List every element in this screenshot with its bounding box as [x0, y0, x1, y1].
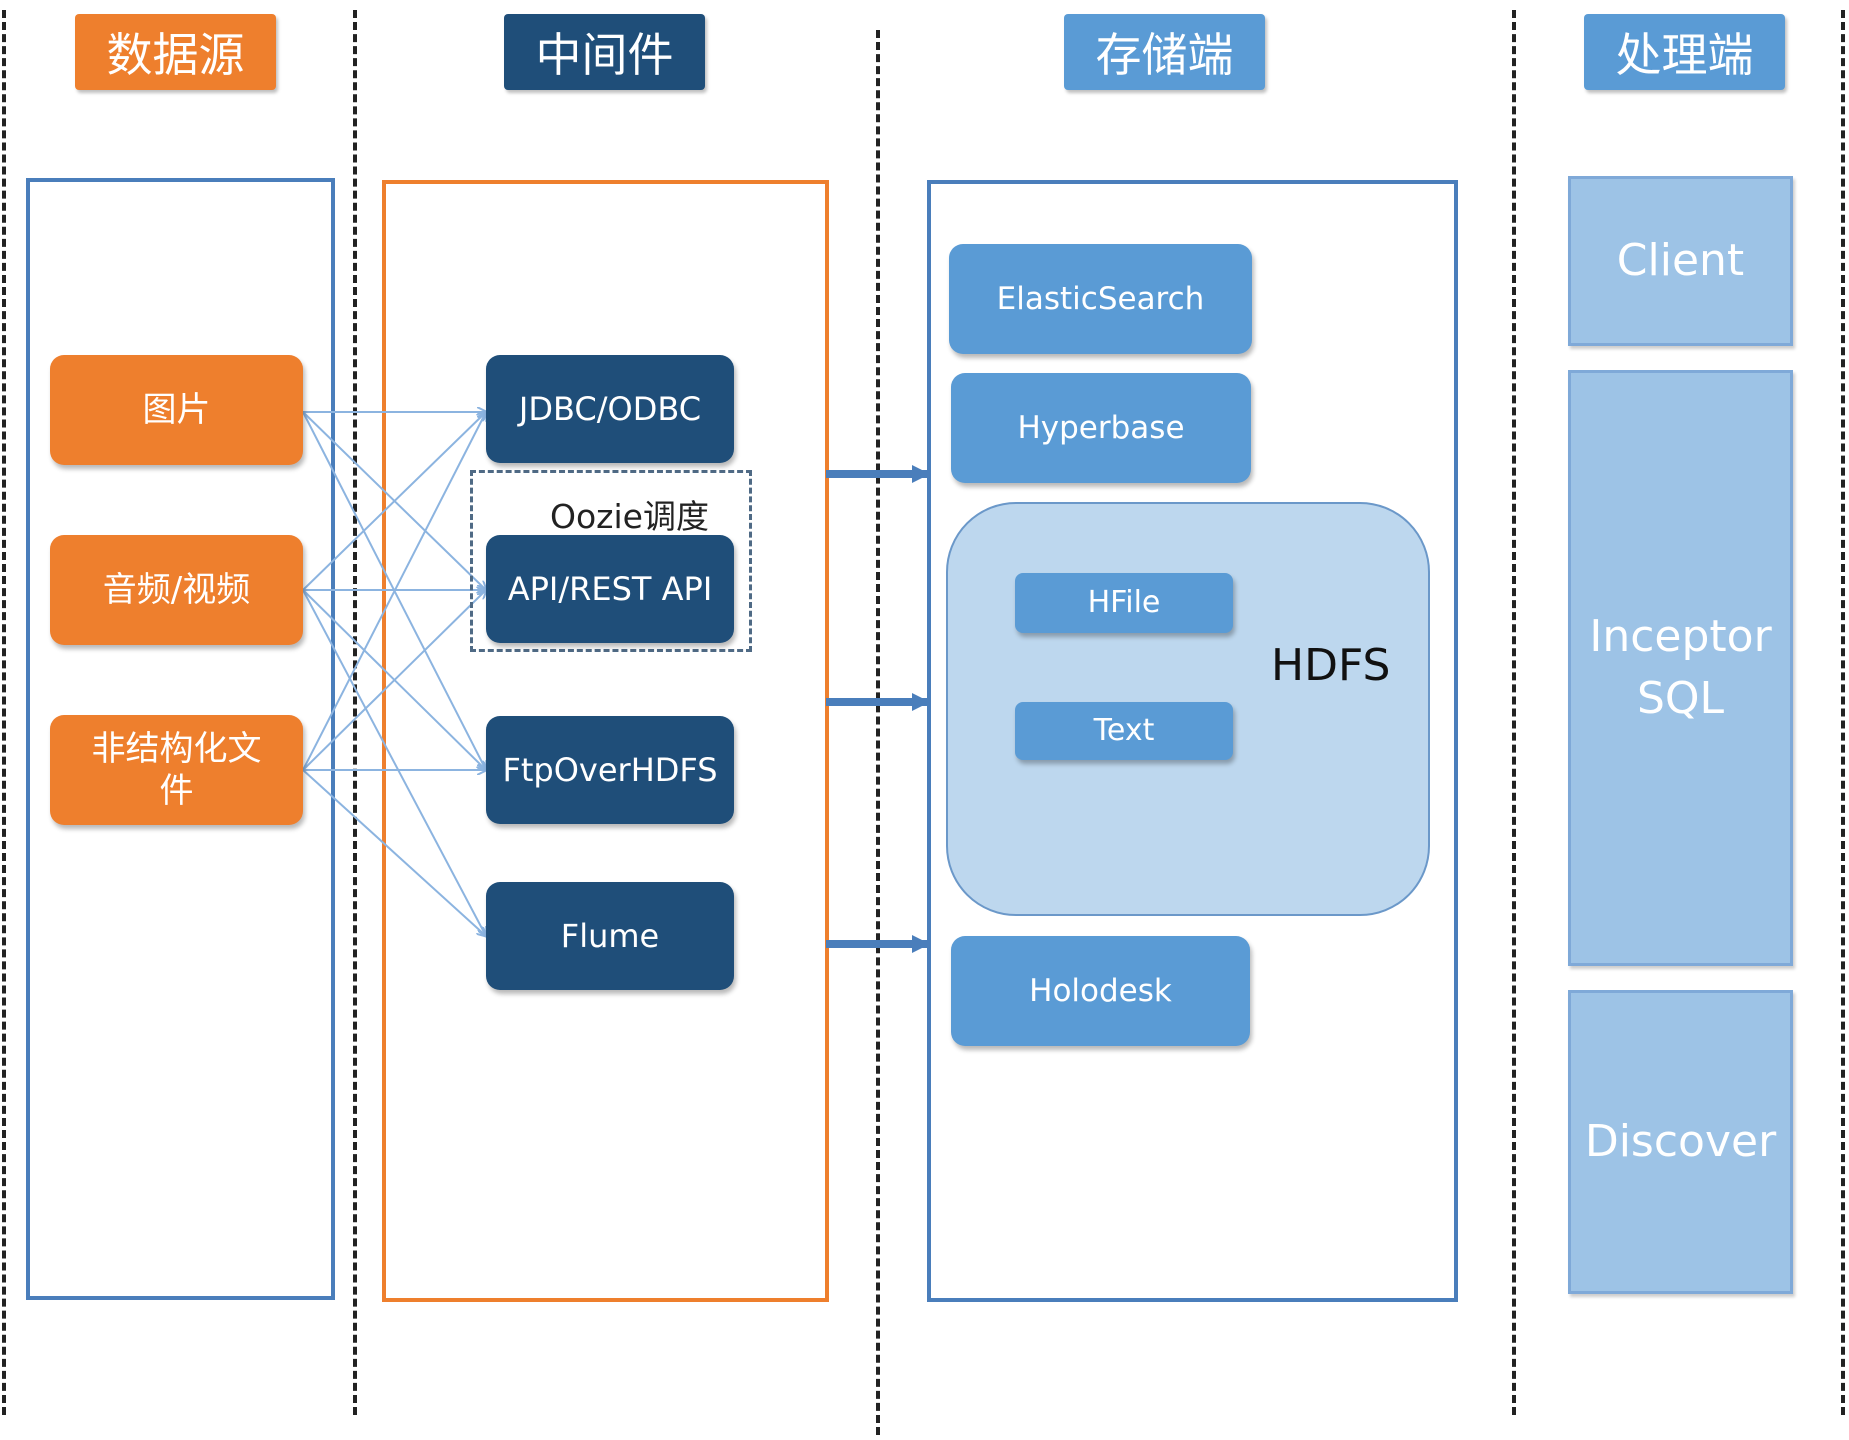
- header-source: 数据源: [75, 14, 276, 90]
- storage-hfile[interactable]: HFile: [1015, 573, 1233, 633]
- separator-4: [1512, 10, 1516, 1415]
- oozie-group: [470, 470, 752, 652]
- storage-elasticsearch[interactable]: ElasticSearch: [949, 244, 1252, 354]
- source-image[interactable]: 图片: [50, 355, 303, 465]
- processing-inceptor-sql[interactable]: Inceptor SQL: [1568, 370, 1793, 966]
- middleware-api-rest[interactable]: API/REST API: [486, 535, 734, 643]
- link-file-api: [302, 590, 486, 771]
- separator-1: [2, 10, 6, 1415]
- oozie-label: Oozie调度: [550, 497, 709, 536]
- source-audio-video[interactable]: 音频/视频: [50, 535, 303, 645]
- source-unstructured-file[interactable]: 非结构化文件: [50, 715, 303, 825]
- link-file-flume: [302, 769, 486, 936]
- middleware-flume[interactable]: Flume: [486, 882, 734, 990]
- middleware-jdbc-odbc[interactable]: JDBC/ODBC: [486, 355, 734, 463]
- link-file-jdbc: [302, 412, 486, 771]
- separator-2: [353, 10, 357, 1415]
- separator-5: [1841, 10, 1845, 1415]
- storage-holodesk[interactable]: Holodesk: [951, 936, 1250, 1046]
- storage-hyperbase[interactable]: Hyperbase: [951, 373, 1251, 483]
- header-processing: 处理端: [1584, 14, 1785, 90]
- header-middleware: 中间件: [504, 14, 705, 90]
- link-av-jdbc: [302, 412, 486, 591]
- header-storage: 存储端: [1064, 14, 1265, 90]
- hdfs-label: HDFS: [1271, 640, 1391, 691]
- link-av-flume: [302, 589, 486, 936]
- processing-discover[interactable]: Discover: [1568, 990, 1793, 1294]
- middleware-ftp-over-hdfs[interactable]: FtpOverHDFS: [486, 716, 734, 824]
- separator-3: [876, 30, 880, 1435]
- storage-text[interactable]: Text: [1015, 702, 1233, 760]
- processing-client[interactable]: Client: [1568, 176, 1793, 346]
